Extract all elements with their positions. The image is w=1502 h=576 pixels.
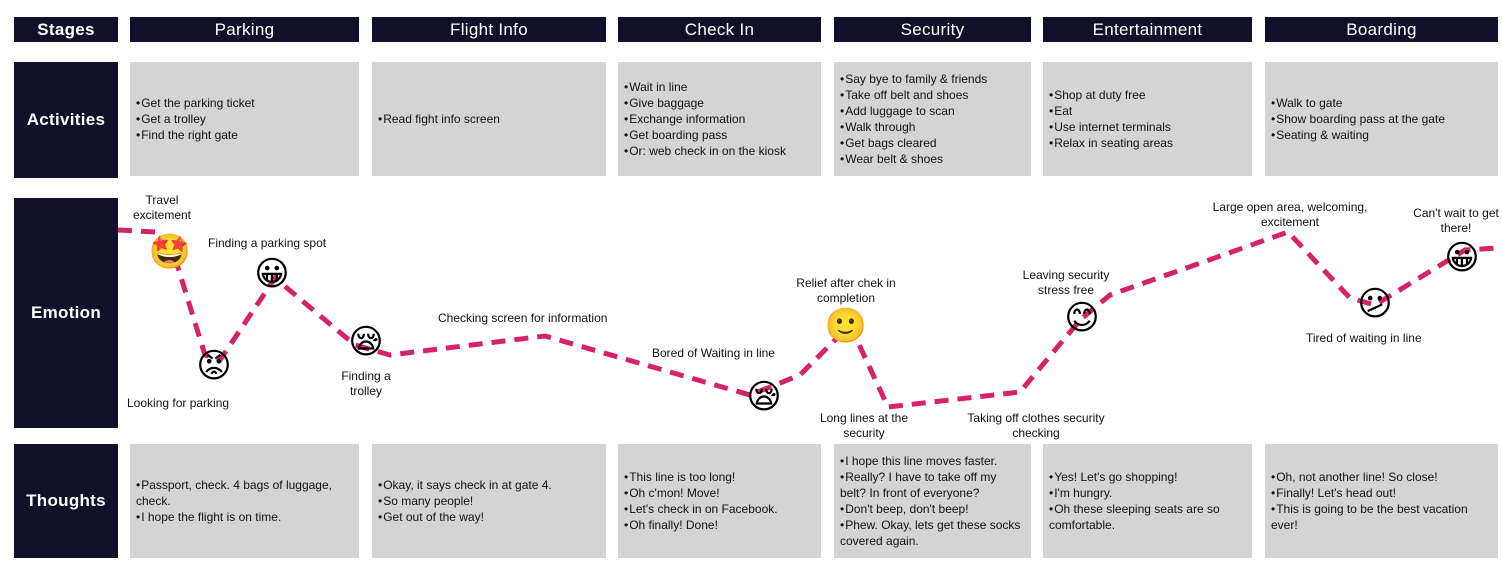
stage-header-entertainment: Entertainment (1043, 17, 1252, 42)
list-item: Phew. Okay, lets get these socks covered… (840, 517, 1025, 549)
activities-cell-entertainment: Shop at duty free Eat Use internet termi… (1043, 62, 1252, 176)
emotion-label-travel-excitement: Travel excitement (132, 193, 192, 222)
stage-header-parking: Parking (130, 17, 359, 42)
list-item: Wear belt & shoes (840, 151, 987, 167)
list-item: Walk through (840, 119, 987, 135)
list-item: Finally! Let's head out! (1271, 485, 1492, 501)
list-item: Eat (1049, 103, 1173, 119)
list-item: Give baggage (624, 95, 786, 111)
list-item: Get bags cleared (840, 135, 987, 151)
confused-emoji-icon: 😕 (1357, 284, 1393, 324)
list-item: I hope the flight is on time. (136, 509, 353, 525)
list-item: So many people! (378, 493, 552, 509)
emotion-label-taking-off-clothes: Taking off clothes security checking (967, 411, 1105, 440)
star-eyes-emoji-icon: 🤩 (148, 232, 192, 272)
happy-emoji-icon: 😀 (254, 254, 290, 294)
list-item: Relax in seating areas (1049, 135, 1173, 151)
sleepy-emoji-icon: 😪 (746, 377, 782, 417)
list-item: Really? I have to take off my belt? In f… (840, 469, 1025, 501)
thoughts-cell-boarding: Oh, not another line! So close! Finally!… (1265, 444, 1498, 558)
thoughts-cell-flight-info: Okay, it says check in at gate 4. So man… (372, 444, 606, 558)
list-item: Say bye to family & friends (840, 71, 987, 87)
list-item: Oh, not another line! So close! (1271, 469, 1492, 485)
activities-cell-flight-info: Read fight info screen (372, 62, 606, 176)
list-item: Or: web check in on the kiosk (624, 143, 786, 159)
stage-header-flight-info: Flight Info (372, 17, 606, 42)
list-item: Oh c'mon! Move! (624, 485, 778, 501)
list-item: Exchange information (624, 111, 786, 127)
thoughts-cell-check-in: This line is too long! Oh c'mon! Move! L… (618, 444, 821, 558)
stage-header-check-in: Check In (618, 17, 821, 42)
list-item: Find the right gate (136, 127, 255, 143)
emotion-label-leaving-security: Leaving security stress free (1022, 268, 1110, 297)
list-item: I hope this line moves faster. (840, 453, 1025, 469)
happy-emoji-icon: 😀 (1444, 238, 1480, 278)
activities-cell-boarding: Walk to gate Show boarding pass at the g… (1265, 62, 1498, 176)
list-item: Wait in line (624, 79, 786, 95)
thoughts-cell-security: I hope this line moves faster. Really? I… (834, 444, 1031, 558)
list-item: Seating & waiting (1271, 127, 1445, 143)
list-item: Yes! Let's go shopping! (1049, 469, 1246, 485)
emotion-label-looking-for-parking: Looking for parking (127, 396, 230, 410)
emotion-header: Emotion (14, 198, 118, 428)
thoughts-cell-entertainment: Yes! Let's go shopping! I'm hungry. Oh t… (1043, 444, 1252, 558)
activities-header: Activities (14, 62, 118, 178)
list-item: Show boarding pass at the gate (1271, 111, 1445, 127)
list-item: I'm hungry. (1049, 485, 1246, 501)
list-item: Shop at duty free (1049, 87, 1173, 103)
stages-header: Stages (14, 17, 118, 42)
list-item: Let's check in on Facebook. (624, 501, 777, 517)
emotion-label-large-open-area: Large open area, welcoming, excitement (1212, 200, 1368, 229)
list-item: Passport, check. 4 bags of luggage, chec… (136, 477, 353, 509)
list-item: Add luggage to scan (840, 103, 987, 119)
emotion-label-cant-wait: Can't wait to get there! (1413, 206, 1499, 235)
stage-header-boarding: Boarding (1265, 17, 1498, 42)
emotion-label-finding-parking-spot: Finding a parking spot (208, 236, 327, 250)
list-item: Okay, it says check in at gate 4. (378, 477, 552, 493)
angry-emoji-icon: 😡 (196, 346, 232, 386)
list-item: Get out of the way! (378, 509, 552, 525)
emotion-curve-line (117, 227, 1499, 410)
activities-cell-security: Say bye to family & friends Take off bel… (834, 62, 1031, 176)
list-item: Get the parking ticket (136, 95, 254, 111)
list-item: This is going to be the best vacation ev… (1271, 501, 1492, 533)
emotion-label-long-lines-security: Long lines at the security (819, 411, 909, 440)
list-item: Walk to gate (1271, 95, 1445, 111)
list-item: Get a trolley (136, 111, 255, 127)
list-item: This line is too long! (624, 469, 778, 485)
thoughts-cell-parking: Passport, check. 4 bags of luggage, chec… (130, 444, 359, 558)
stage-header-security: Security (834, 17, 1031, 42)
thoughts-header: Thoughts (14, 444, 118, 558)
list-item: Take off belt and shoes (840, 87, 987, 103)
list-item: Oh finally! Done! (624, 517, 778, 533)
list-item: Oh these sleeping seats are so comfortab… (1049, 501, 1246, 533)
emotion-label-tired-waiting: Tired of waiting in line (1306, 331, 1422, 345)
activities-cell-check-in: Wait in line Give baggage Exchange infor… (618, 62, 821, 176)
list-item: Read fight info screen (378, 111, 500, 127)
activities-cell-parking: Get the parking ticket Get a trolley Fin… (130, 62, 359, 176)
emotion-label-relief-checkin: Relief after chek in completion (796, 276, 896, 305)
list-item: Use internet terminals (1049, 119, 1173, 135)
list-item: Don't beep, don't beep! (840, 501, 1025, 517)
emotion-label-checking-screen: Checking screen for information (438, 311, 608, 325)
sleepy-emoji-icon: 😪 (348, 322, 384, 362)
smiling-emoji-icon: 😊 (1064, 298, 1100, 338)
emotion-label-bored-waiting: Bored of Waiting in line (652, 346, 775, 360)
emotion-label-finding-trolley: Finding a trolley (341, 369, 391, 398)
list-item: Get boarding pass (624, 127, 786, 143)
slight-smile-emoji-icon: 🙂 (824, 306, 868, 346)
